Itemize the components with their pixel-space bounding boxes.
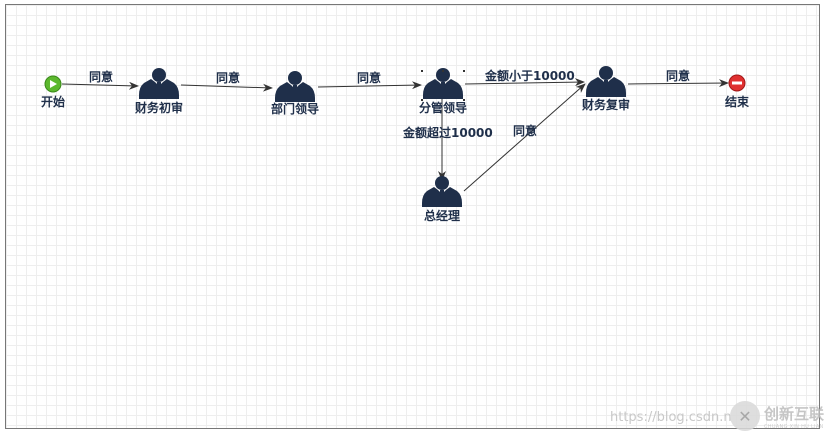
edge-branch-to-gm[interactable]: 金额超过10000 xyxy=(402,99,493,181)
node-general-manager[interactable]: 总经理 xyxy=(422,176,462,223)
diagram-canvas xyxy=(5,4,820,429)
node-label: 财务复审 xyxy=(581,97,630,112)
node-branch-leader[interactable]: 分管领导 xyxy=(419,68,467,115)
end-node[interactable]: 结束 xyxy=(725,74,750,109)
person-icon xyxy=(586,66,626,97)
node-label: 总经理 xyxy=(424,208,460,223)
edge-label: 同意 xyxy=(89,69,113,84)
node-label: 财务初审 xyxy=(134,100,183,115)
edge-branch-to-review[interactable]: 金额小于10000 xyxy=(464,68,585,87)
edge-label: 同意 xyxy=(216,70,240,85)
stop-icon xyxy=(728,74,746,92)
edge-start-to-finance[interactable]: 同意 xyxy=(61,69,139,90)
node-finance-initial[interactable]: 财务初审 xyxy=(134,68,183,115)
person-icon xyxy=(139,68,179,99)
selection-handles xyxy=(421,70,465,101)
node-finance-review[interactable]: 财务复审 xyxy=(581,66,630,112)
node-label: 结束 xyxy=(725,94,750,109)
edge-label: 同意 xyxy=(513,123,537,138)
edge-gm-to-review[interactable]: 同意 xyxy=(463,83,586,192)
edge-finance-to-dept[interactable]: 同意 xyxy=(180,70,273,92)
logo-text: 创新互联 xyxy=(764,404,825,423)
edge-label: 金额超过10000 xyxy=(402,125,493,140)
brand-logo: ✕ 创新互联 CHUANG XIN HU LIAN xyxy=(730,395,830,437)
logo-mark-icon: ✕ xyxy=(730,401,760,431)
edge-label: 同意 xyxy=(666,68,690,83)
edge-review-to-end[interactable]: 同意 xyxy=(627,68,729,88)
logo-subtext: CHUANG XIN HU LIAN xyxy=(764,423,824,430)
node-label: 分管领导 xyxy=(419,100,467,115)
node-label: 部门领导 xyxy=(271,101,319,116)
edge-label: 同意 xyxy=(357,70,381,85)
start-node[interactable]: 开始 xyxy=(41,75,65,109)
node-dept-leader[interactable]: 部门领导 xyxy=(271,71,319,116)
person-icon xyxy=(423,68,463,99)
person-icon xyxy=(275,71,315,102)
edge-dept-to-branch[interactable]: 同意 xyxy=(317,70,422,90)
person-icon xyxy=(422,176,462,207)
node-label: 开始 xyxy=(41,94,65,109)
edge-label: 金额小于10000 xyxy=(484,68,575,83)
play-icon xyxy=(44,75,62,93)
watermark-url: https://blog.csdn.n xyxy=(610,410,732,425)
